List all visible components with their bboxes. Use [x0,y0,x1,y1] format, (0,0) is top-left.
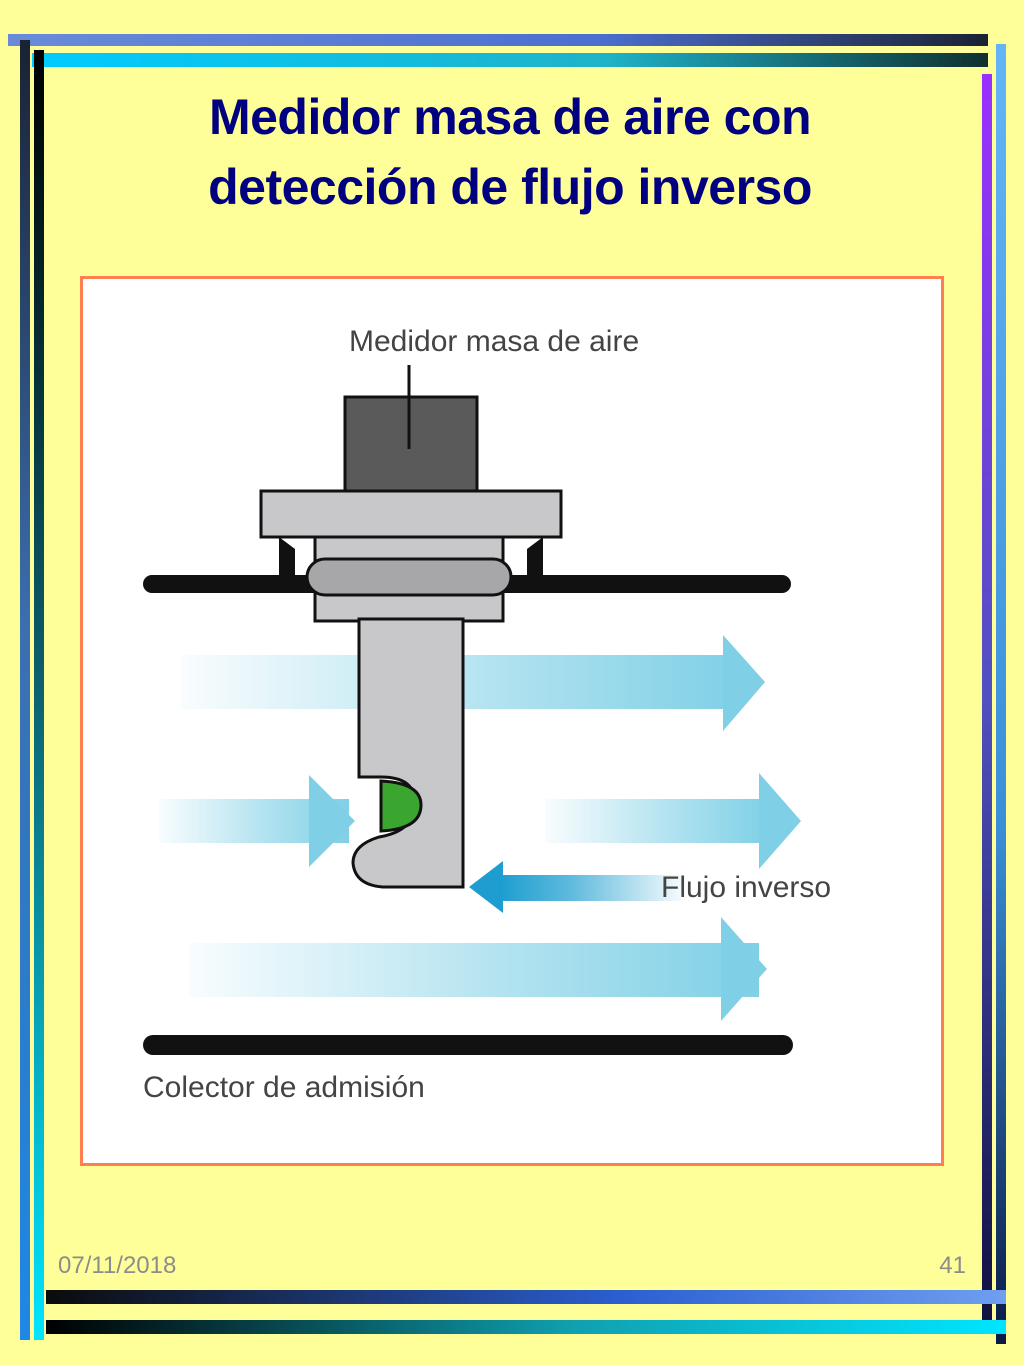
sensor-o-ring [305,557,513,597]
slide-title-line-1: Medidor masa de aire con [208,89,812,145]
frame-bar-bottom-upper [46,1290,1006,1304]
pipe-bottom-wall [143,1035,793,1055]
slide-page-number: 41 [939,1252,966,1279]
reverse-flow-arrow [469,861,681,913]
label-manifold: Colector de admisión [143,1071,425,1104]
frame-bar-left-inner [34,50,44,1340]
flow-arrow-middle-right [545,773,801,869]
label-reverse-flow: Flujo inverso [661,871,831,904]
frame-bar-top-outer [8,34,988,46]
slide-date: 07/11/2018 [58,1252,177,1279]
slide-title-line-2: detección de flujo inverso [208,159,812,215]
sensor-clip-right [527,537,543,583]
diagram-frame: Flujo inverso Medidor masa de aire Colec… [80,276,944,1166]
sensing-element [379,779,423,833]
frame-bar-right-outer [996,44,1006,1344]
airflow-diagram: Flujo inverso Medidor masa de aire Colec… [143,325,831,1104]
flow-arrow-middle-left [159,775,355,867]
sensor-flange [259,489,563,539]
sensor-clip-left [279,537,295,583]
label-sensor: Medidor masa de aire [349,325,639,358]
sensor-connector [343,395,479,493]
frame-bar-left-outer [20,40,30,1340]
flow-arrow-top [181,635,765,731]
flow-arrow-bottom [189,917,767,1021]
sensor-probe [351,617,465,889]
frame-bar-right-inner [982,74,992,1324]
frame-bar-top-inner [32,53,988,67]
slide-title: Medidor masa de aire con detección de fl… [60,82,960,222]
frame-bar-bottom-lower [46,1320,1006,1334]
